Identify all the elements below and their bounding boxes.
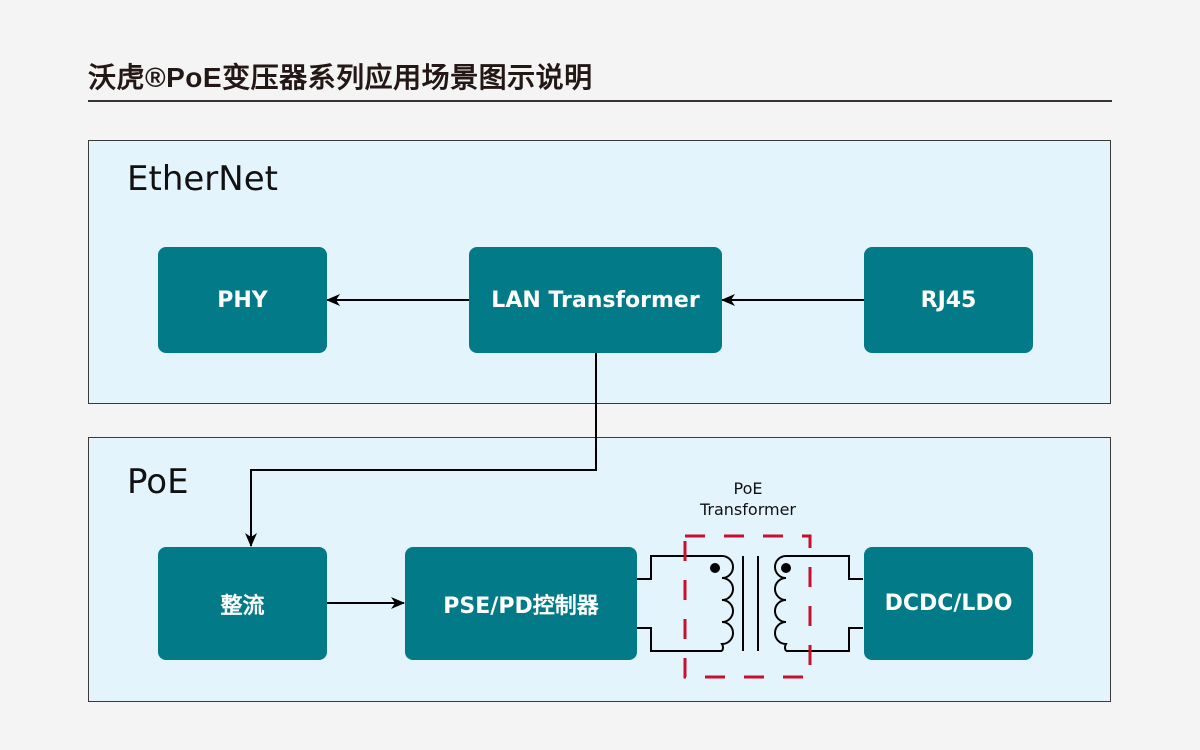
node-lan-transformer: LAN Transformer [469, 247, 722, 353]
poe-transformer-label: PoE Transformer [688, 478, 808, 520]
node-pse-pd-controller: PSE/PD控制器 [405, 547, 637, 660]
poe-section-label: PoE [127, 462, 189, 502]
node-dcdc-ldo: DCDC/LDO [864, 547, 1033, 660]
poe-transformer-symbol [637, 555, 863, 652]
arrow-lan-to-rectifier [245, 353, 597, 547]
poe-transformer-label-line1: PoE [733, 479, 763, 498]
polarity-dot-primary [710, 563, 720, 573]
polarity-dot-secondary [781, 563, 791, 573]
node-rectifier: 整流 [158, 547, 327, 660]
page-title: 沃虎®PoE变压器系列应用场景图示说明 [88, 62, 593, 93]
poe-transformer-dashed-box [683, 534, 812, 679]
ethernet-section-label: EtherNet [127, 159, 278, 199]
title-divider [88, 100, 1112, 102]
node-phy: PHY [158, 247, 327, 353]
node-rj45: RJ45 [864, 247, 1033, 353]
poe-transformer-label-line2: Transformer [699, 500, 796, 519]
